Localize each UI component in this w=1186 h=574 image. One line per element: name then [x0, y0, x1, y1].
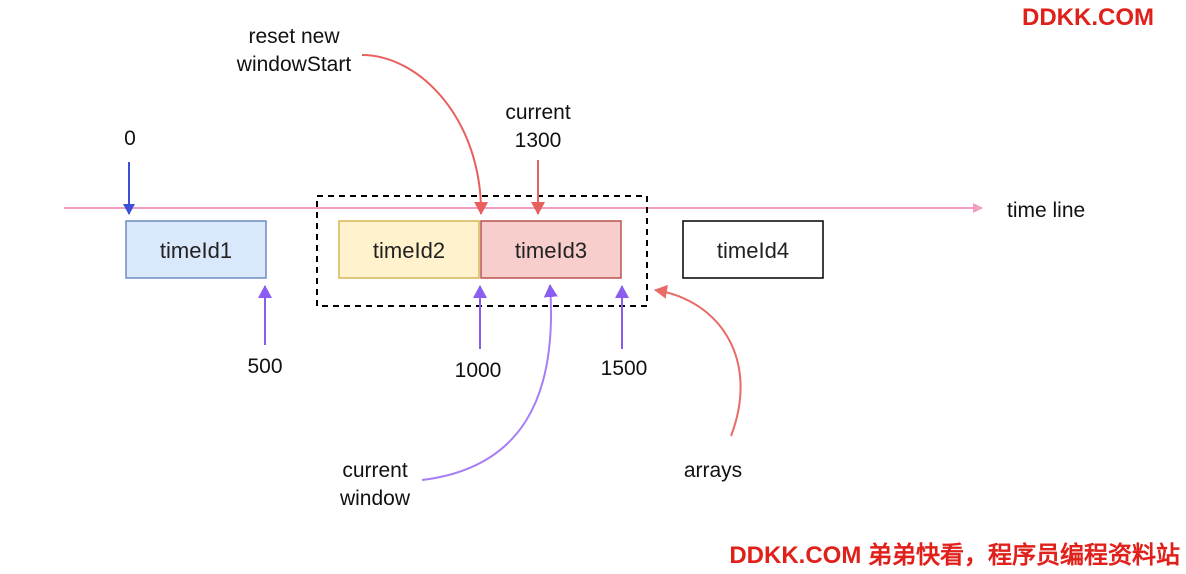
reset-label-line1: reset new	[248, 25, 340, 48]
time-bucket-2-box	[338, 220, 480, 279]
time-bucket-4: timeId4	[682, 220, 824, 279]
time-bucket-4-box	[682, 220, 824, 279]
current-time-label-line1: current	[505, 101, 571, 124]
arrays-arrow	[654, 284, 742, 437]
time-bucket-2: timeId2	[338, 220, 480, 279]
time-bucket-1-label: timeId1	[160, 238, 232, 263]
time-bucket-3-box	[480, 220, 622, 279]
reset-label-line2: windowStart	[236, 53, 352, 76]
marker-1500-label: 1500	[601, 357, 648, 380]
arrays-label: arrays	[684, 459, 742, 482]
watermark-top: DDKK.COM	[1022, 4, 1154, 31]
time-bucket-3-label: timeId3	[515, 238, 587, 263]
marker-500-label: 500	[247, 355, 282, 378]
current-window-arrow	[421, 284, 558, 481]
watermark-bottom: DDKK.COM 弟弟快看，程序员编程资料站	[729, 542, 1180, 569]
timeline-label: time line	[1007, 199, 1085, 222]
current-window-frame	[316, 195, 648, 307]
time-bucket-1: timeId1	[125, 220, 267, 279]
marker-zero-label: 0	[124, 127, 136, 150]
reset-window-start-arrow	[361, 54, 489, 215]
current-time-label-line2: 1300	[515, 129, 562, 152]
current-window-label-line1: current	[342, 459, 408, 482]
current-window-label-line2: window	[339, 487, 411, 510]
time-bucket-1-box	[125, 220, 267, 279]
time-bucket-2-label: timeId2	[373, 238, 445, 263]
time-bucket-4-label: timeId4	[717, 238, 789, 263]
time-bucket-3: timeId3	[480, 220, 622, 279]
marker-1000-label: 1000	[455, 359, 502, 382]
